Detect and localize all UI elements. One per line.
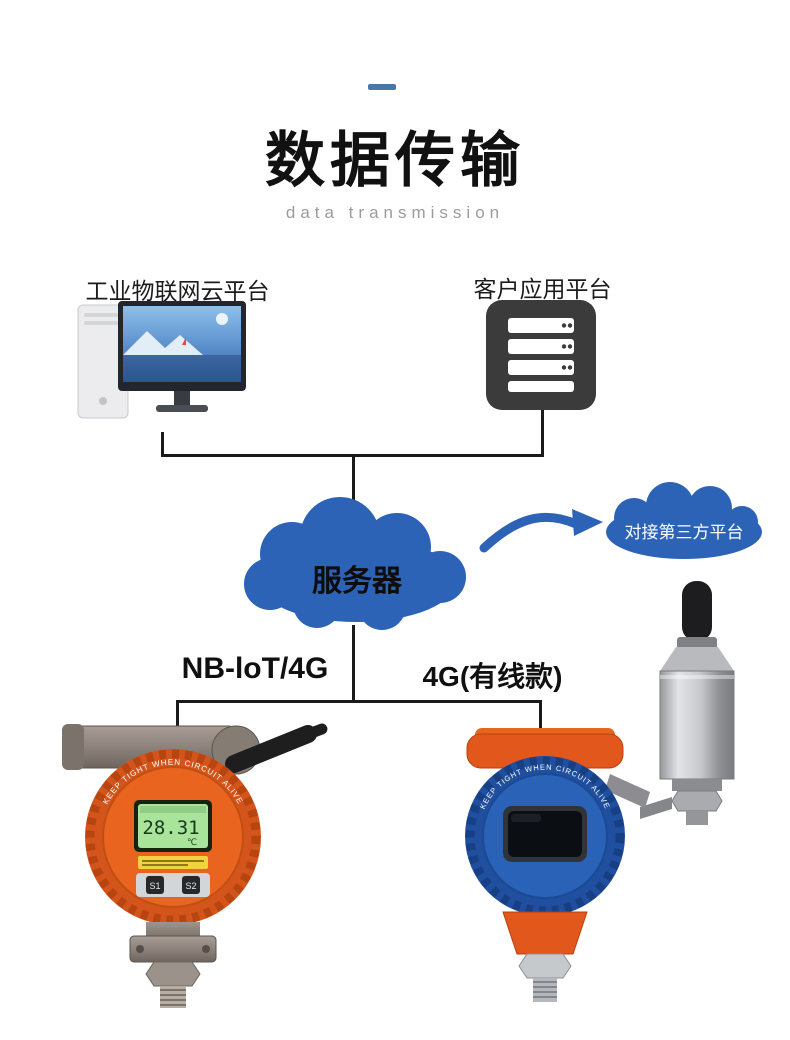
third-party-cloud: 对接第三方平台 [606,482,762,559]
connector-line-computer-down [161,432,164,457]
desktop-computer-image [77,301,246,419]
customer-app-platform-label: 客户应用平台 [473,276,612,302]
industrial-iot-cloud-label: 工业物联网云平台 [85,278,270,304]
wireless-transmitter-image: KEEP TIGHT WHEN CIRCUIT ALIVE 28.31 ℃ S1… [62,723,328,1008]
process-connection [129,922,217,1008]
server-tile [486,300,596,410]
warning-strip [138,856,208,869]
antenna-icon [682,581,712,641]
title-accent-bar [368,84,396,90]
process-connection [502,911,588,1002]
steel-sensor-image [640,581,735,825]
lcd-value: 28.31 [142,817,199,839]
wired-transmitter-image: KEEP TIGHT WHEN CIRCUIT ALIVE [465,728,650,1002]
page-title: 数据传输 [265,127,525,194]
s1-button-label: S1 [149,881,160,891]
server-rack-icon [508,318,574,392]
connector-line-server-down [541,410,544,456]
connector-line-cloud-down [352,625,355,703]
server-cloud-label: 服务器 [312,565,403,598]
connector-line-right-device [539,700,542,740]
branch-label-nbiot-4g: NB-loT/4G [181,652,329,685]
connector-line-left-device [176,700,179,732]
lcd-unit: ℃ [187,837,197,847]
antenna-icon [225,723,328,773]
connector-line-bottom-bus [176,700,542,703]
connector-line-to-cloud [352,454,355,510]
s2-button-label: S2 [185,881,196,891]
s1-button [146,876,164,894]
third-party-arrow-icon [479,509,603,553]
s2-button [182,876,200,894]
branch-label-4g-wired: 4G(有线款) [422,661,563,692]
server-cloud: 服务器 [244,497,466,630]
page-subtitle: data transmission [285,203,505,222]
third-party-cloud-label: 对接第三方平台 [625,523,744,542]
